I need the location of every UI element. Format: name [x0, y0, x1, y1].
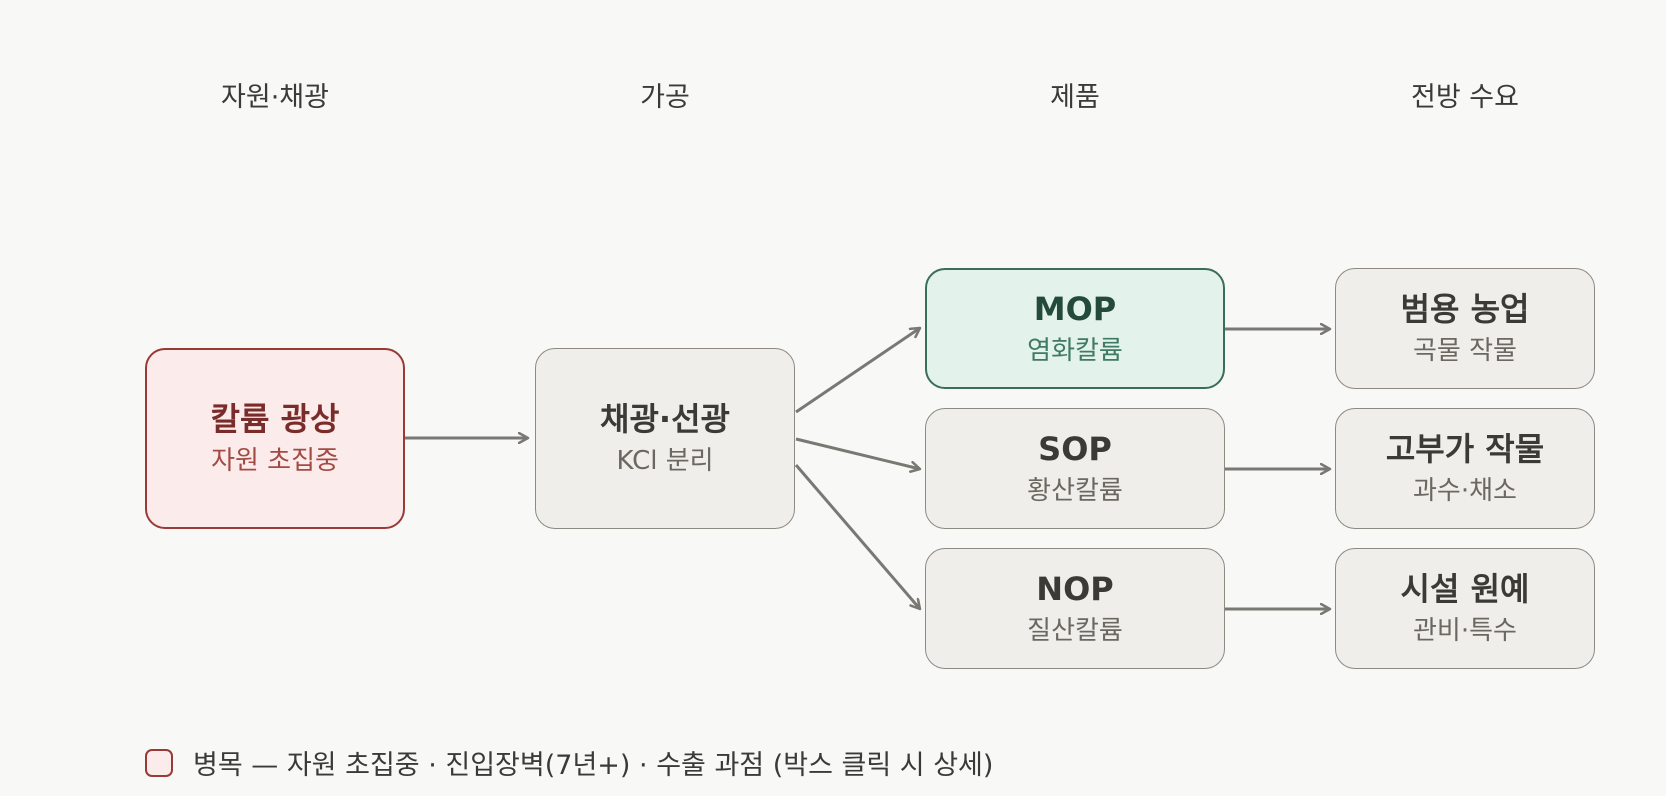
node-title: 칼륨 광상 — [210, 399, 340, 438]
node-title: MOP — [1033, 289, 1117, 328]
legend: 병목 — 자원 초집중 · 진입장벽(7년+) · 수출 과점 (박스 클릭 시… — [145, 743, 993, 782]
node-title: 채광·선광 — [600, 399, 730, 438]
node-title: NOP — [1036, 569, 1114, 608]
stage-header-demand: 전방 수요 — [1411, 82, 1519, 113]
node-greenhouse-horticulture[interactable]: 시설 원예 관비·특수 — [1335, 548, 1595, 669]
node-potash-deposit[interactable]: 칼륨 광상 자원 초집중 — [145, 348, 405, 529]
legend-bottleneck-swatch — [145, 748, 173, 777]
node-general-agriculture[interactable]: 범용 농업 곡물 작물 — [1335, 268, 1595, 389]
node-subtitle: 황산칼륨 — [1027, 475, 1123, 506]
node-title: SOP — [1038, 429, 1112, 468]
node-subtitle: 질산칼륨 — [1027, 615, 1123, 646]
node-subtitle: 과수·채소 — [1413, 475, 1517, 506]
node-title: 시설 원예 — [1400, 569, 1530, 608]
node-nop[interactable]: NOP 질산칼륨 — [925, 548, 1225, 669]
node-subtitle: 자원 초집중 — [211, 445, 339, 476]
stage-header-resource: 자원·채광 — [221, 82, 329, 113]
node-subtitle: 관비·특수 — [1413, 615, 1517, 646]
legend-text: 병목 — 자원 초집중 · 진입장벽(7년+) · 수출 과점 (박스 클릭 시… — [193, 750, 994, 781]
node-subtitle: KCl 분리 — [616, 445, 714, 476]
node-subtitle: 염화칼륨 — [1027, 335, 1123, 366]
stage-header-processing: 가공 — [640, 82, 690, 113]
edge-mining-to-mop — [795, 328, 920, 414]
node-title: 고부가 작물 — [1385, 429, 1545, 468]
edge-mining-to-nop — [794, 464, 920, 609]
node-subtitle: 곡물 작물 — [1413, 335, 1517, 366]
node-title: 범용 농업 — [1400, 289, 1530, 328]
stage-header-product: 제품 — [1050, 82, 1100, 113]
node-sop[interactable]: SOP 황산칼륨 — [925, 408, 1225, 529]
edge-mining-to-sop — [795, 437, 920, 469]
node-high-value-crops[interactable]: 고부가 작물 과수·채소 — [1335, 408, 1595, 529]
node-mop[interactable]: MOP 염화칼륨 — [925, 268, 1225, 389]
node-mining-beneficiation[interactable]: 채광·선광 KCl 분리 — [535, 348, 795, 529]
